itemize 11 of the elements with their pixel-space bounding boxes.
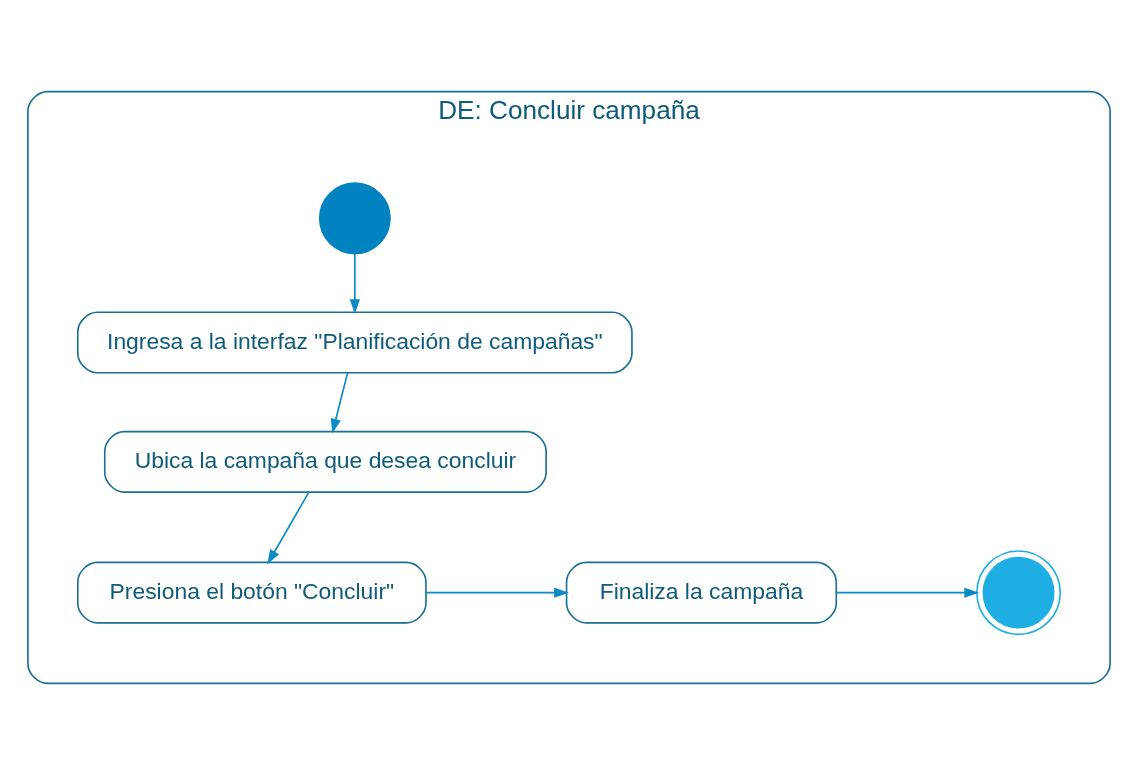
node-box: Presiona el botón "Concluir": [76, 561, 427, 624]
node-box: Ubica la campaña que desea concluir: [103, 430, 547, 493]
arrow: [425, 587, 569, 598]
arrow: [330, 371, 349, 433]
node-box: Ingresa a la interfaz "Planificación de campañas": [76, 311, 633, 374]
arrow: [835, 587, 980, 598]
node-box: Finaliza la campaña: [565, 561, 838, 624]
node-circle: [976, 549, 1062, 635]
arrow: [349, 252, 360, 314]
arrow: [267, 491, 310, 564]
node-circle: [318, 181, 391, 254]
